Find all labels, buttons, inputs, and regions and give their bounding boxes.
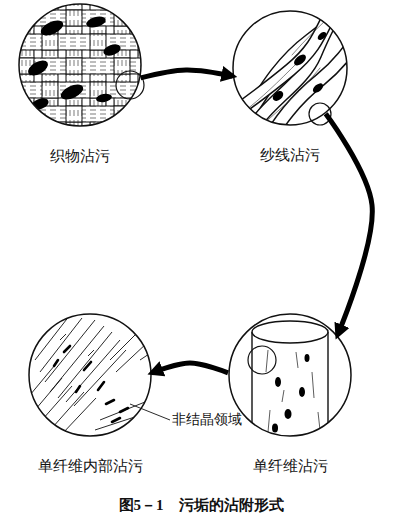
circle-outline — [19, 4, 141, 126]
dirt-particles — [271, 30, 328, 102]
flow-arrow — [326, 114, 373, 335]
circle-outline — [232, 10, 348, 126]
circle-outline — [229, 314, 351, 436]
view-circle: 织物沾污 — [18, 3, 142, 127]
node-label: 织物沾污 — [50, 147, 110, 166]
fabric-weave — [10, 0, 155, 135]
zoom-marker — [309, 103, 331, 125]
circle-outline — [29, 314, 151, 436]
circle-outline — [228, 313, 352, 437]
flow-arrow — [141, 70, 233, 78]
circle-outline — [233, 11, 347, 125]
circle-outline — [28, 313, 152, 437]
view-circle: 纱线沾污 — [232, 10, 348, 126]
leader-line — [130, 404, 170, 420]
dirt-particles — [54, 346, 128, 422]
node-label: 单纤维沾污 — [253, 457, 328, 476]
circle-outline — [18, 3, 142, 127]
flow-arrow — [152, 363, 228, 373]
fibril-structure — [28, 312, 152, 440]
zoom-marker — [248, 346, 276, 374]
node-label: 单纤维内部沾污 — [38, 457, 143, 476]
view-circle: 单纤维内部沾污 — [28, 313, 152, 437]
figure-caption: 图5－1 污垢的沾附形式 — [0, 496, 402, 515]
callout-label: 非结晶领域 — [172, 411, 242, 429]
twisted-yarn — [210, 0, 370, 150]
node-label: 纱线沾污 — [260, 146, 320, 165]
dirt-particles — [25, 15, 122, 112]
view-circle: 单纤维沾污 — [228, 313, 352, 437]
